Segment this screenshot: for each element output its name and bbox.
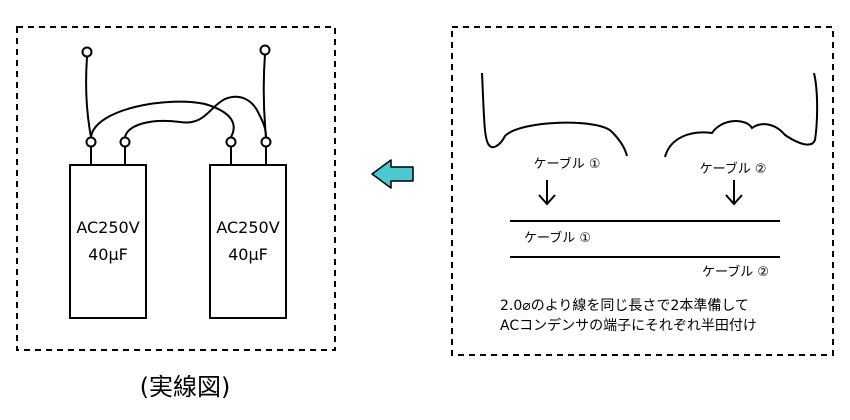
- down-arrow-icon: [725, 180, 743, 206]
- capacitor-2: AC250V 40μF: [209, 164, 287, 319]
- capacitor-2-capacitance: 40μF: [228, 245, 268, 264]
- right-panel-border: [451, 26, 834, 356]
- top-terminal-1: [81, 46, 93, 58]
- external-leads: [85, 53, 267, 138]
- top-terminal-2: [259, 44, 271, 56]
- cable-2-curved: [664, 72, 819, 158]
- terminal-leads: [90, 146, 267, 165]
- down-arrow-icon: [538, 180, 556, 206]
- terminal-circles: [81, 44, 272, 148]
- right-panel: ケーブル ① ケーブル ② ケーブル ① ケーブル ② 2.0⌀のより線を同じ長…: [451, 26, 834, 356]
- capacitor-1-voltage: AC250V: [76, 218, 139, 237]
- capacitor-1-terminal-a: [85, 136, 97, 148]
- cable-1-curved: [481, 72, 628, 157]
- capacitor-1-body: [69, 164, 147, 319]
- capacitor-1: AC250V 40μF: [69, 164, 147, 319]
- instruction-line-1: 2.0⌀のより線を同じ長さで2本準備して: [500, 298, 749, 314]
- cable-2-label: ケーブル ②: [699, 161, 766, 177]
- cable-1-wire: [90, 100, 235, 138]
- capacitor-2-terminal-a: [225, 136, 237, 148]
- capacitor-2-body: [209, 164, 287, 319]
- left-arrow-icon: [371, 159, 414, 189]
- cable-1-label: ケーブル ①: [533, 156, 600, 172]
- capacitor-1-capacitance: 40μF: [88, 245, 128, 264]
- capacitor-2-terminal-b: [260, 136, 272, 148]
- capacitor-1-terminal-b: [119, 136, 131, 148]
- cable-2-wire: [124, 95, 267, 138]
- instruction-line-2: ACコンデンサの端子にそれぞれ半田付け: [500, 317, 757, 334]
- left-panel: AC250V 40μF AC250V 40μF: [16, 26, 336, 351]
- cable-2-line-label: ケーブル ②: [702, 264, 769, 280]
- diagram-caption: (実線図): [140, 373, 231, 401]
- cable-1-line-label: ケーブル ①: [524, 230, 591, 246]
- left-panel-border: [16, 26, 336, 351]
- capacitor-2-voltage: AC250V: [216, 218, 279, 237]
